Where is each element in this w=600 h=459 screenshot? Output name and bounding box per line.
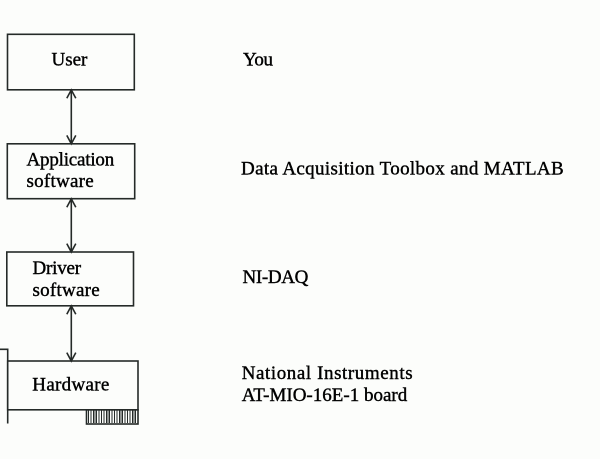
svg-text:Driver: Driver — [33, 258, 82, 279]
svg-text:AT-MIO-16E-1 board: AT-MIO-16E-1 board — [242, 385, 408, 406]
svg-text:Data Acquisition Toolbox and M: Data Acquisition Toolbox and MATLAB — [241, 158, 564, 179]
svg-text:software: software — [33, 280, 100, 301]
svg-text:Hardware: Hardware — [32, 374, 109, 395]
svg-text:Application: Application — [27, 149, 115, 170]
svg-text:NI-DAQ: NI-DAQ — [243, 267, 309, 288]
svg-text:User: User — [52, 50, 89, 71]
svg-text:National Instruments: National Instruments — [242, 363, 414, 384]
svg-text:software: software — [27, 171, 94, 192]
svg-text:You: You — [243, 50, 274, 71]
